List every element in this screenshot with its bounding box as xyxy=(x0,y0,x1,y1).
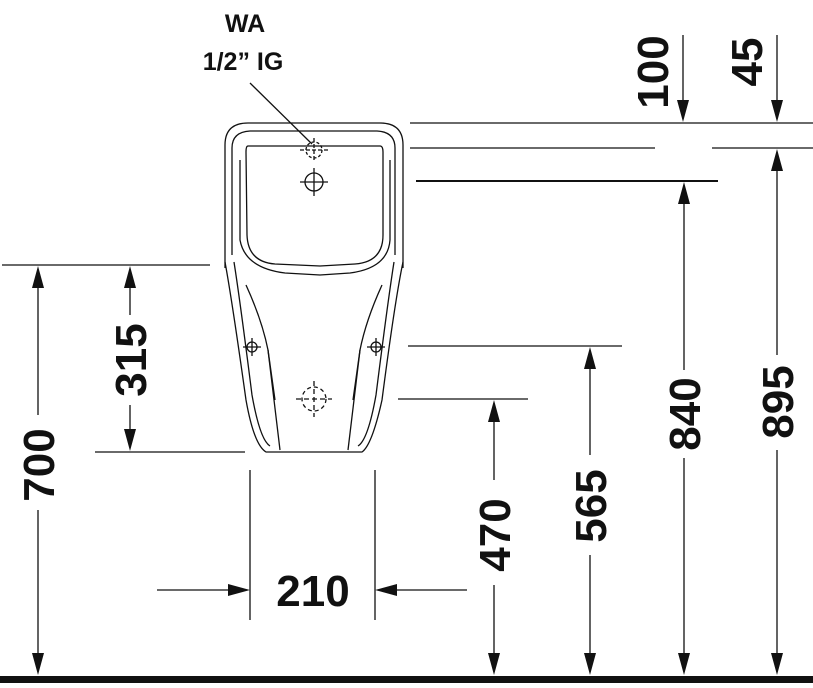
supply-connection-symbol xyxy=(300,138,328,162)
dimension-895: 895 xyxy=(754,149,803,675)
fixing-hole-right xyxy=(367,338,385,356)
urinal-outline xyxy=(224,122,404,453)
extension-lines xyxy=(2,122,813,620)
dimension-315: 315 xyxy=(107,266,156,451)
floor-line xyxy=(0,676,813,683)
outlet-symbol xyxy=(296,381,332,417)
fixing-hole-left xyxy=(243,338,261,356)
dim-label-840: 840 xyxy=(661,377,710,450)
flush-hole-symbol xyxy=(300,168,328,196)
dim-label-210: 210 xyxy=(276,567,349,616)
dim-label-315: 315 xyxy=(107,323,156,396)
note-leader-line xyxy=(249,82,313,145)
dim-label-565: 565 xyxy=(567,469,616,542)
dimension-45: 45 xyxy=(723,35,783,122)
dimension-700: 700 xyxy=(15,266,64,675)
dim-label-100: 100 xyxy=(629,35,678,108)
supply-note: WA 1/2” IG xyxy=(203,10,313,145)
note-wa: WA xyxy=(225,10,265,38)
note-size: 1/2” IG xyxy=(203,48,284,76)
dim-label-45: 45 xyxy=(723,38,772,87)
dim-label-700: 700 xyxy=(15,428,64,501)
dim-label-895: 895 xyxy=(754,365,803,438)
dimension-100: 100 xyxy=(629,35,689,122)
dimension-840: 840 xyxy=(661,182,710,675)
dimension-565: 565 xyxy=(567,347,616,675)
dim-label-470: 470 xyxy=(471,498,520,571)
dimension-470: 470 xyxy=(471,400,520,675)
dimension-210: 210 xyxy=(157,567,467,616)
